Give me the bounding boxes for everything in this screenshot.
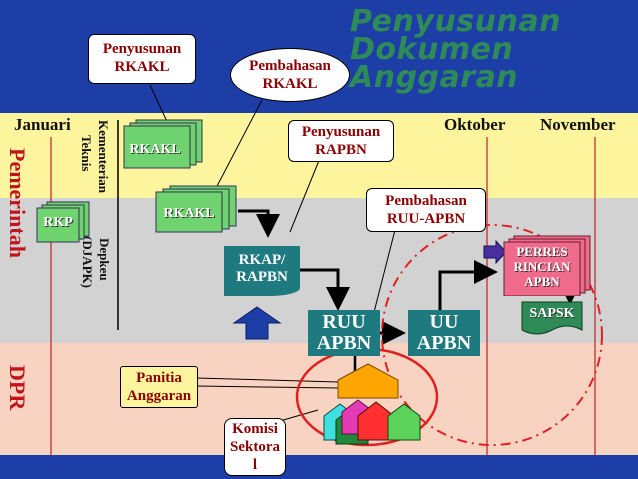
callout-komisi-line-2: Sektora xyxy=(230,439,280,455)
month-januari: Januari xyxy=(14,115,71,134)
actor-depkeu-line-1: Depkeu xyxy=(97,238,112,281)
perres-document-stack xyxy=(503,235,591,296)
diagram-title-line-2: Dokumen xyxy=(350,32,514,67)
rkp-document-stack xyxy=(36,201,90,243)
callout-pembahasan-rkakl: Pembahasan RKAKL xyxy=(230,48,350,102)
callout-komisi-sektoral: Komisi Sektora l xyxy=(224,418,286,476)
callout-panitia-line-2: Anggaran xyxy=(126,388,192,404)
house-icon-cluster xyxy=(323,363,421,445)
callout-pembahasan-rkakl-line-1: Pembahasan xyxy=(249,58,331,74)
rkakl-document-stack-1 xyxy=(123,119,203,169)
callout-panitia-anggaran: Panitia Anggaran xyxy=(120,366,198,408)
callout-pembahasan-ruu-line-1: Pembahasan xyxy=(385,193,467,209)
rkakl-document-stack-2 xyxy=(155,185,237,233)
right-arrow-icon xyxy=(483,240,507,264)
perres-line-1: PERRES xyxy=(516,244,568,259)
up-arrow-icon xyxy=(232,306,282,340)
sapsk-label: SAPSK xyxy=(529,306,575,321)
uu-apbn-line-2: APBN xyxy=(416,332,472,354)
rkap-rapbn-box: RKAP/ RAPBN xyxy=(224,246,300,296)
diagram-title-line-1: Penyusunan xyxy=(350,4,561,39)
rkap-rapbn-line-1: RKAP/ xyxy=(238,252,286,268)
actor-kementerian-line-1: Kementerian xyxy=(96,120,111,193)
rkakl-label-2: RKAKL xyxy=(163,206,215,221)
perres-line-3: APBN xyxy=(524,274,560,289)
uu-apbn-box: UU APBN xyxy=(408,310,480,356)
callout-penyusunan-rkakl: Penyusunan RKAKL xyxy=(88,34,196,84)
ruu-apbn-line-2: APBN xyxy=(316,332,372,354)
callout-penyusunan-rkakl-line-2: RKAKL xyxy=(114,59,170,75)
diagram-title-line-3: Anggaran xyxy=(350,60,519,95)
callout-pembahasan-rkakl-line-2: RKAKL xyxy=(262,76,318,92)
actor-depkeu-line-2: (DJAPK) xyxy=(80,236,95,288)
uu-apbn-line-1: UU xyxy=(429,311,459,333)
callout-penyusunan-rapbn: Penyusunan RAPBN xyxy=(288,120,394,162)
perres-line-2: RINCIAN xyxy=(513,259,571,274)
sapsk-document xyxy=(521,301,583,335)
actor-kementerian-line-2: Teknis xyxy=(79,135,94,172)
ruu-apbn-line-1: RUU xyxy=(322,311,366,333)
callout-komisi-line-3: l xyxy=(252,457,258,473)
callout-penyusunan-rapbn-line-1: Penyusunan xyxy=(301,124,381,140)
callout-panitia-line-1: Panitia xyxy=(136,370,182,386)
rkap-rapbn-line-2: RAPBN xyxy=(236,269,288,285)
row-label-dpr: DPR xyxy=(5,365,30,411)
month-oktober: Oktober xyxy=(444,115,506,134)
rkp-label: RKP xyxy=(43,215,73,230)
rkakl-label-1: RKAKL xyxy=(129,142,181,157)
callout-pembahasan-ruu-line-2: RUU-APBN xyxy=(386,211,466,227)
row-label-pemerintah: Pemerintah xyxy=(5,148,30,258)
ruu-apbn-box: RUU APBN xyxy=(308,310,380,356)
callout-komisi-line-1: Komisi xyxy=(232,421,278,437)
month-november: November xyxy=(540,115,616,134)
callout-pembahasan-ruu-apbn: Pembahasan RUU-APBN xyxy=(366,188,486,232)
perres-label: PERRES RINCIAN APBN xyxy=(504,244,580,289)
callout-penyusunan-rapbn-line-2: RAPBN xyxy=(315,142,367,158)
callout-penyusunan-rkakl-line-1: Penyusunan xyxy=(102,41,182,57)
